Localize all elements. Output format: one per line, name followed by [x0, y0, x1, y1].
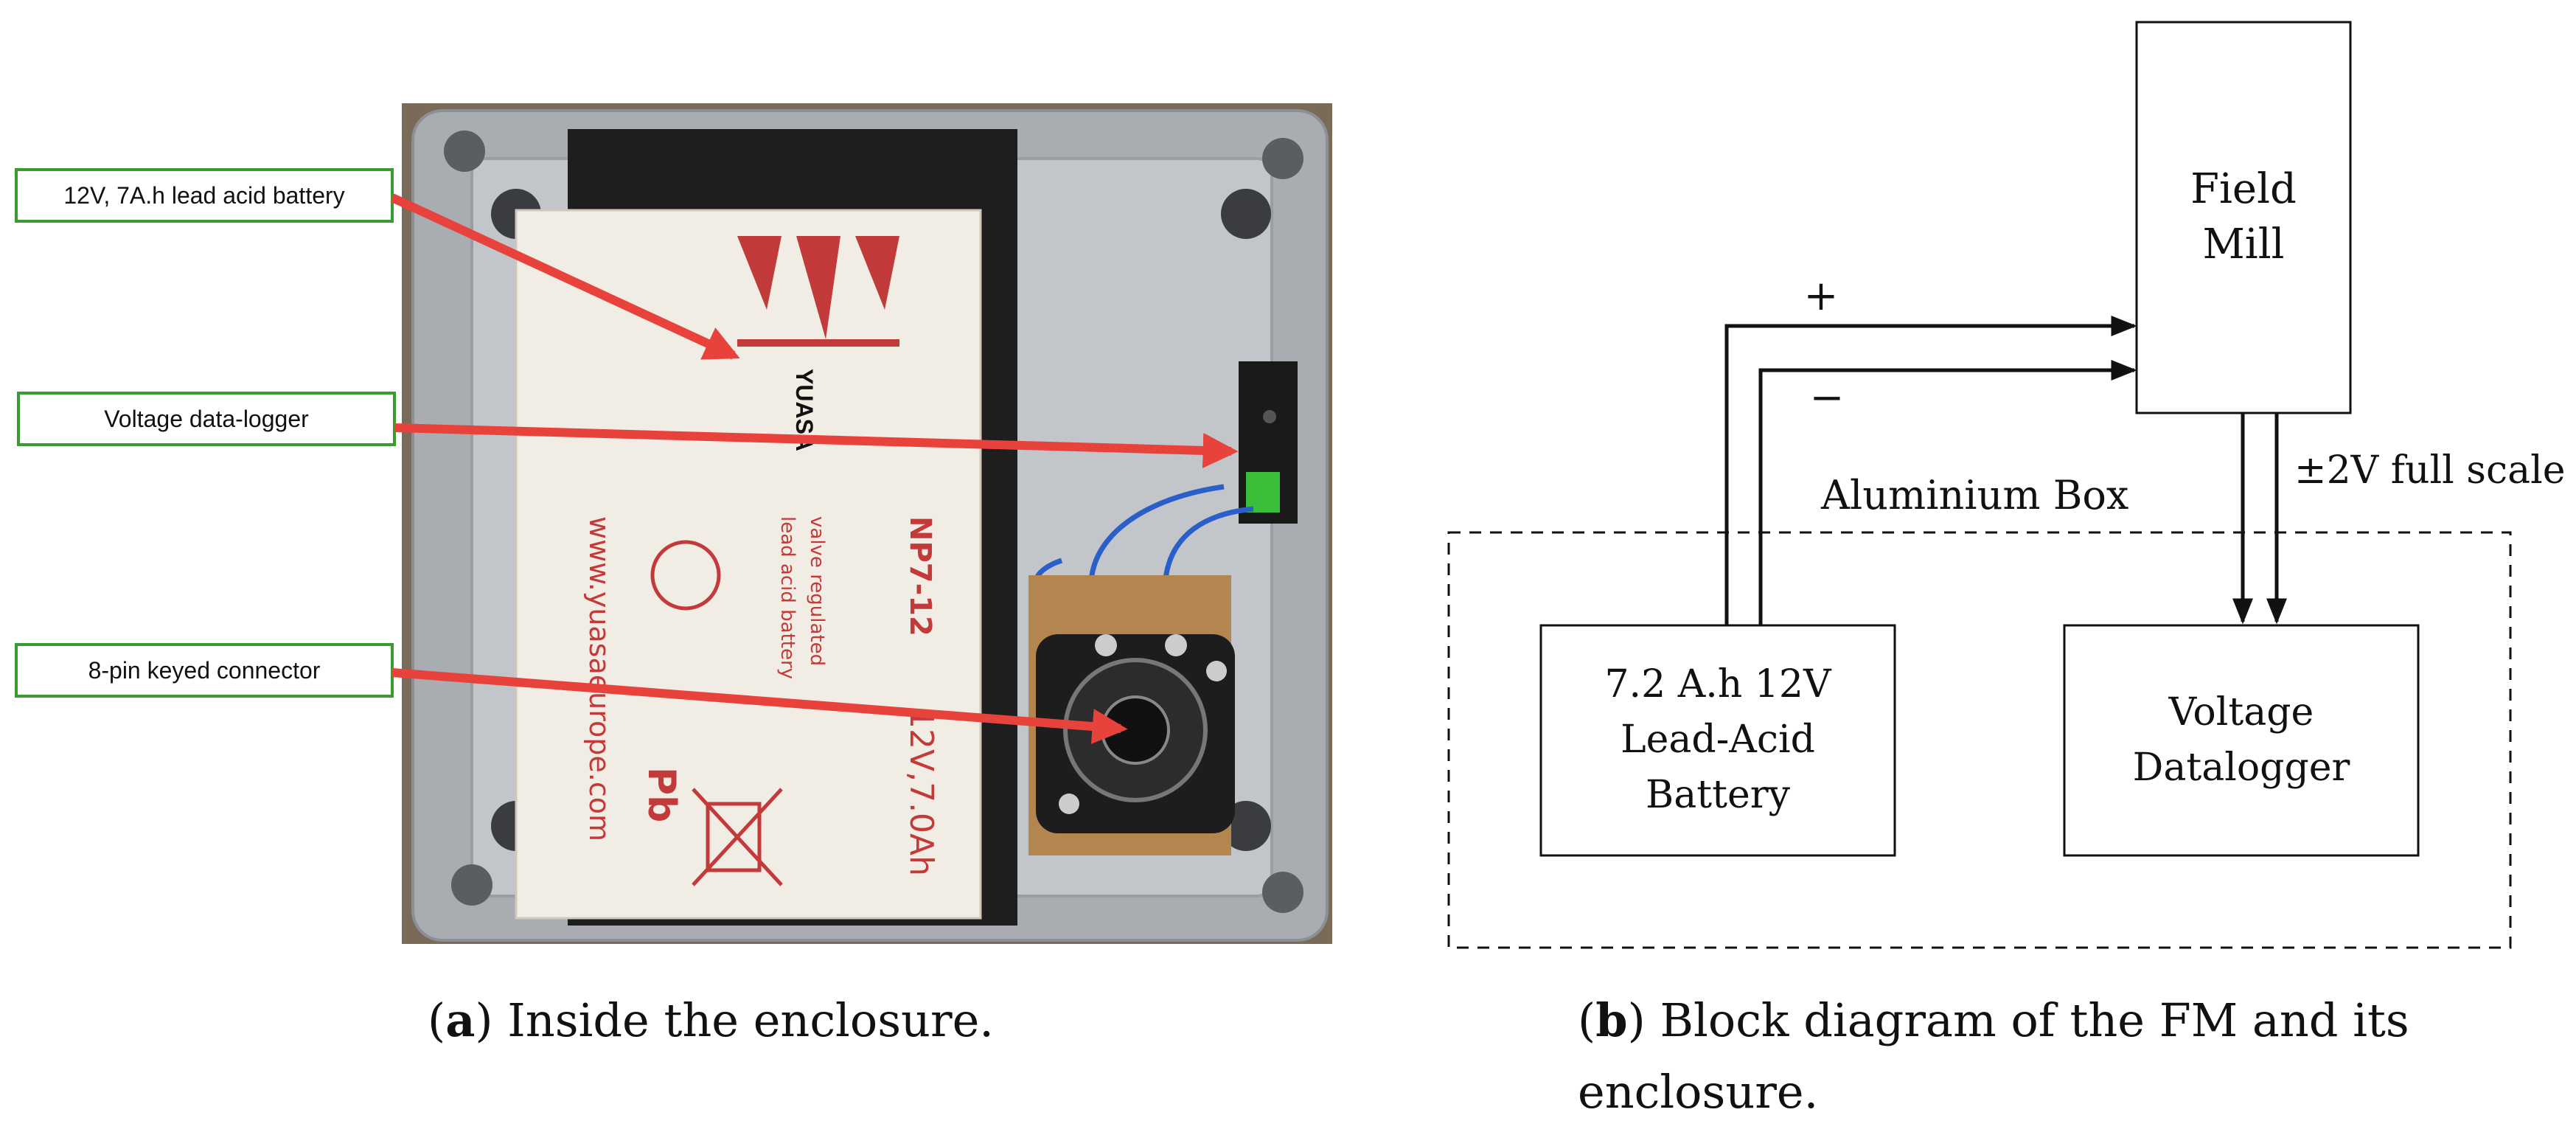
battery-type-line1: valve regulated	[806, 516, 828, 666]
field-mill-line2: Mill	[2202, 221, 2284, 268]
full-scale-label: ±2V full scale	[2294, 448, 2565, 493]
enclosure-photo: YUASA NP7-12 12V,7.0Ah valve regulated l…	[402, 103, 1332, 944]
crossed-bin-icon	[692, 788, 783, 886]
battery-block-line1: 7.2 A.h 12V	[1604, 662, 1831, 706]
battery-block	[1539, 624, 1896, 857]
datalogger-block	[2063, 624, 2420, 857]
corner-holes	[444, 131, 1303, 913]
recycle-icon	[650, 540, 721, 611]
data-logger-device	[1239, 361, 1298, 524]
battery-type-line2: lead acid battery	[776, 516, 798, 679]
plus-label: +	[1804, 272, 1839, 320]
callout-connector-label: 8-pin keyed connector	[88, 657, 321, 684]
caption-a-letter: a	[445, 993, 475, 1047]
battery-block-line2: Lead-Acid	[1621, 718, 1815, 762]
arrow-battery	[390, 193, 740, 360]
connector-8pin	[1036, 634, 1235, 833]
battery-case: YUASA NP7-12 12V,7.0Ah valve regulated l…	[515, 209, 982, 920]
datalogger-block-line1: Voltage	[2168, 690, 2314, 735]
datalogger-block-line2: Datalogger	[2133, 746, 2350, 790]
battery-rating: 12V,7.0Ah	[902, 708, 940, 876]
caption-b-line1: (b) Block diagram of the FM and its	[1578, 993, 2409, 1047]
arrow-logger	[394, 423, 1239, 468]
power-line-minus	[1758, 360, 2137, 625]
battery-block-line3: Battery	[1646, 773, 1791, 817]
power-line-plus	[1724, 316, 2137, 625]
caption-b-line2: enclosure.	[1578, 1065, 1818, 1119]
caption-b-letter: b	[1595, 993, 1627, 1047]
field-mill-box	[2135, 21, 2352, 414]
battery-website: www.yuasaeurope.com	[583, 516, 616, 841]
caption-a-text: Inside the enclosure.	[493, 993, 994, 1047]
aluminium-box-label: Aluminium Box	[1820, 472, 2128, 518]
arrow-connector	[391, 668, 1128, 744]
callout-battery-label: 12V, 7A.h lead acid battery	[63, 182, 344, 209]
callout-connector: 8-pin keyed connector	[15, 643, 394, 698]
callout-battery: 12V, 7A.h lead acid battery	[15, 168, 394, 223]
minus-label: −	[1810, 374, 1845, 422]
callout-logger: Voltage data-logger	[17, 392, 396, 446]
battery-chem: Pb	[639, 767, 683, 822]
aluminium-box	[1447, 531, 2512, 949]
battery-model: NP7-12	[903, 516, 937, 636]
caption-a: (a) Inside the enclosure.	[428, 993, 994, 1047]
caption-b-text: Block diagram of the FM and its	[1646, 993, 2409, 1047]
field-mill-line1: Field	[2190, 165, 2297, 213]
block-diagram: Field Mill Aluminium Box 7.2 A.h 12V Lea…	[1447, 21, 2565, 949]
callout-logger-label: Voltage data-logger	[104, 406, 309, 432]
